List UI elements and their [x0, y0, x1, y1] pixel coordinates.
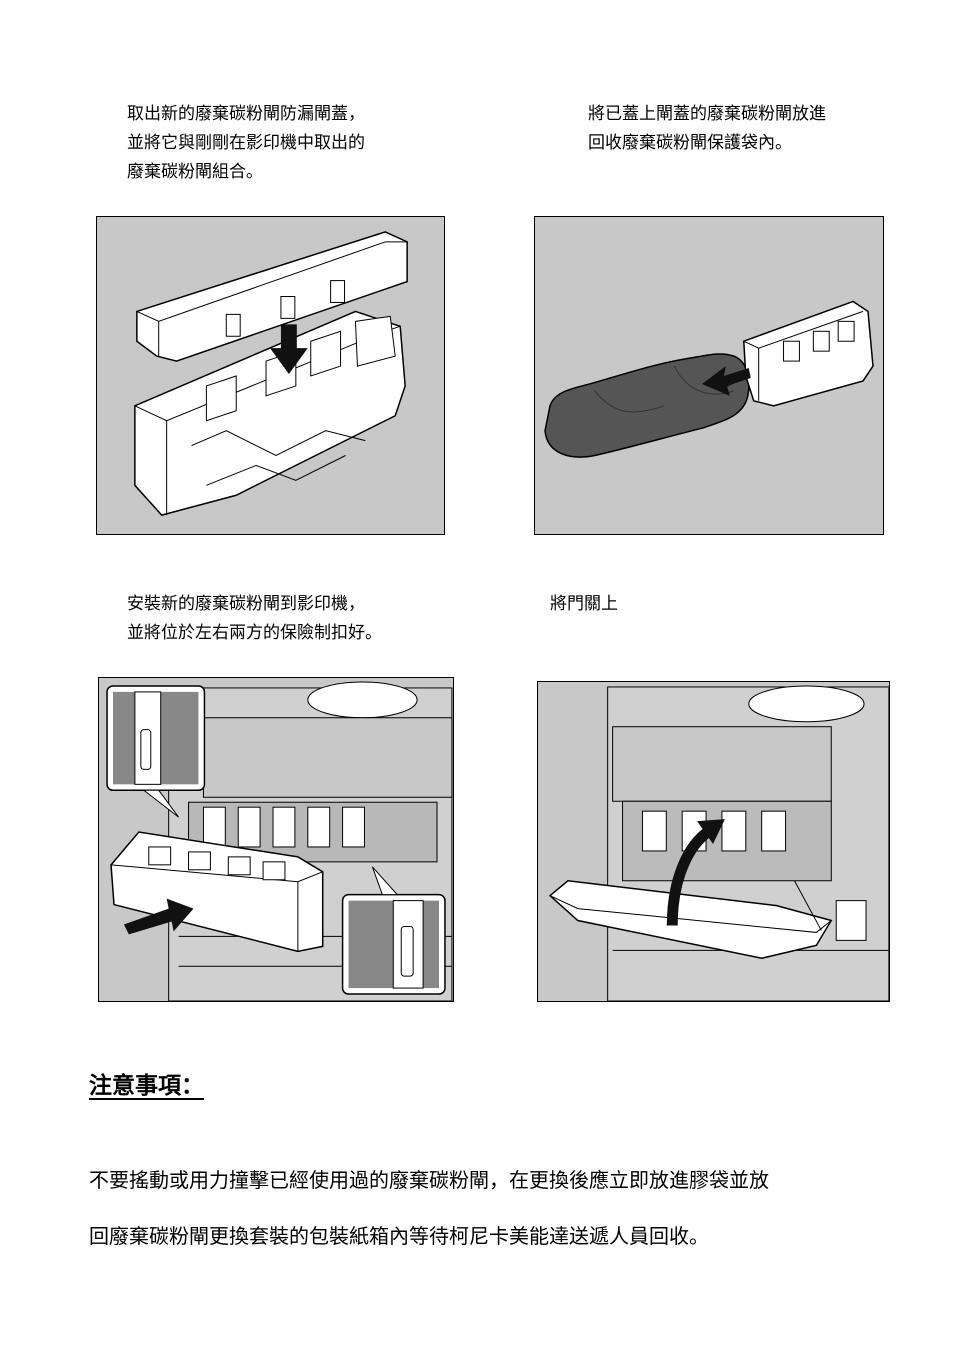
step-2-line-1: 將已蓋上閘蓋的廢棄碳粉閘放進 — [588, 104, 826, 124]
illustration-close-door — [548, 685, 889, 1001]
bag-icon — [544, 353, 750, 458]
illustration-install-box — [106, 681, 453, 1001]
arrow-right-icon — [123, 898, 194, 935]
step-4-caption: 將門關上 — [550, 590, 618, 619]
step-4-line-1: 將門關上 — [550, 594, 618, 614]
note-line-2: 回廢棄碳粉閘更換套裝的包裝紙箱內等待柯尼卡美能達送遞人員回收。 — [89, 1224, 709, 1248]
step-1-caption: 取出新的廢棄碳粉閘防漏閘蓋， 並將它與剛剛在影印機中取出的 廢棄碳粉閘組合。 — [127, 100, 365, 187]
figure-bag-box — [534, 216, 884, 535]
figure-attach-cap — [96, 216, 445, 535]
step-1-line-1: 取出新的廢棄碳粉閘防漏閘蓋， — [127, 104, 365, 124]
step-3-line-2: 並將位於左右兩方的保險制扣好。 — [127, 623, 382, 643]
note-line-1: 不要搖動或用力撞擊已經使用過的廢棄碳粉閘，在更換後應立即放進膠袋並放 — [89, 1168, 769, 1192]
figure-install-box — [98, 677, 454, 1002]
step-3-line-1: 安裝新的廢棄碳粉閘到影印機， — [127, 594, 365, 614]
step-2-caption: 將已蓋上閘蓋的廢棄碳粉閘放進 回收廢棄碳粉閘保護袋內。 — [588, 100, 826, 158]
illustration-attach-cap — [134, 231, 408, 516]
curved-arrow-icon — [666, 826, 713, 926]
step-1-line-3: 廢棄碳粉閘組合。 — [127, 162, 263, 182]
note-title: 注意事項： — [89, 1072, 204, 1099]
note-body: 不要搖動或用力撞擊已經使用過的廢棄碳粉閘，在更換後應立即放進膠袋並放 回廢棄碳粉… — [89, 1152, 769, 1264]
arrow-down-icon — [270, 324, 308, 375]
arrow-left-icon — [702, 366, 751, 396]
illustration-bag-box — [544, 300, 874, 458]
step-1-line-2: 並將它與剛剛在影印機中取出的 — [127, 133, 365, 153]
figure-close-door — [537, 681, 890, 1002]
step-2-line-2: 回收廢棄碳粉閘保護袋內。 — [588, 133, 792, 153]
step-3-caption: 安裝新的廢棄碳粉閘到影印機， 並將位於左右兩方的保險制扣好。 — [127, 590, 382, 648]
